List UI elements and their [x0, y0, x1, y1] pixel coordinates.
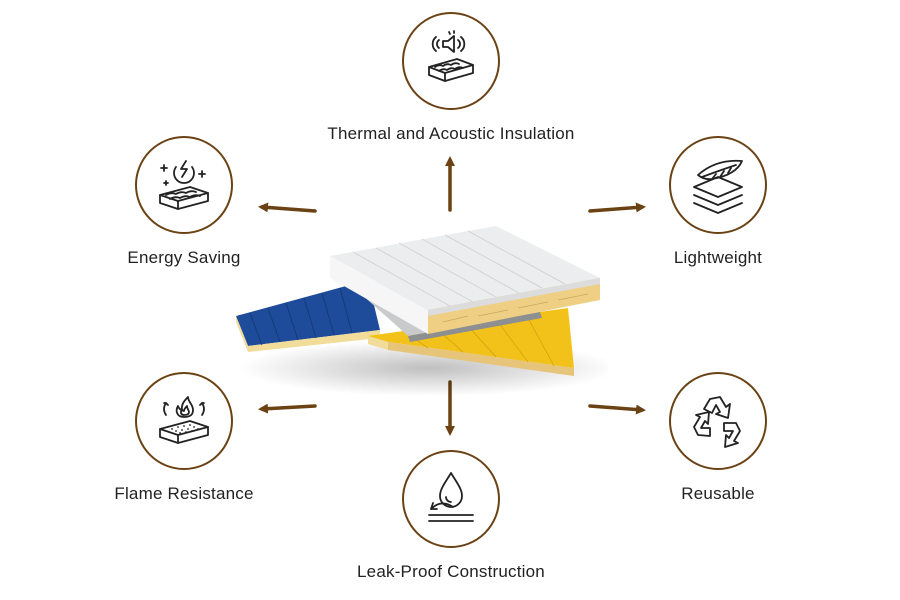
- feature-lightweight: Lightweight: [628, 136, 808, 268]
- feature-label: Leak-Proof Construction: [357, 562, 545, 581]
- feature-thermal-acoustic: Thermal and Acoustic Insulation: [300, 12, 602, 144]
- recycle-icon: [693, 396, 741, 448]
- feature-label: Lightweight: [673, 248, 763, 267]
- flame-resistance-icon: [159, 396, 209, 444]
- feature-leak-proof: Leak-Proof Construction: [321, 450, 581, 582]
- feature-label: Flame Resistance: [114, 484, 254, 503]
- feature-energy-saving: Energy Saving: [94, 136, 274, 268]
- white-panel: [330, 226, 600, 334]
- water-drop-icon: [428, 472, 474, 522]
- feature-circle: [402, 450, 500, 548]
- feature-flame-resistance: Flame Resistance: [94, 372, 274, 504]
- feature-circle: [669, 372, 767, 470]
- feature-circle: [135, 136, 233, 234]
- feature-label: Reusable: [681, 484, 755, 503]
- yellow-panel: [368, 308, 574, 376]
- feature-circle: [402, 12, 500, 110]
- sandwich-panels-image: [236, 226, 608, 396]
- feather-layers-icon: [693, 159, 743, 214]
- blue-panel: [236, 280, 380, 352]
- feature-circle: [135, 372, 233, 470]
- energy-saving-icon: [159, 160, 209, 210]
- feature-reusable: Reusable: [628, 372, 808, 504]
- sound-insulation-icon: [428, 30, 474, 82]
- feature-circle: [669, 136, 767, 234]
- feature-label: Energy Saving: [127, 248, 241, 267]
- feature-label: Thermal and Acoustic Insulation: [327, 124, 575, 143]
